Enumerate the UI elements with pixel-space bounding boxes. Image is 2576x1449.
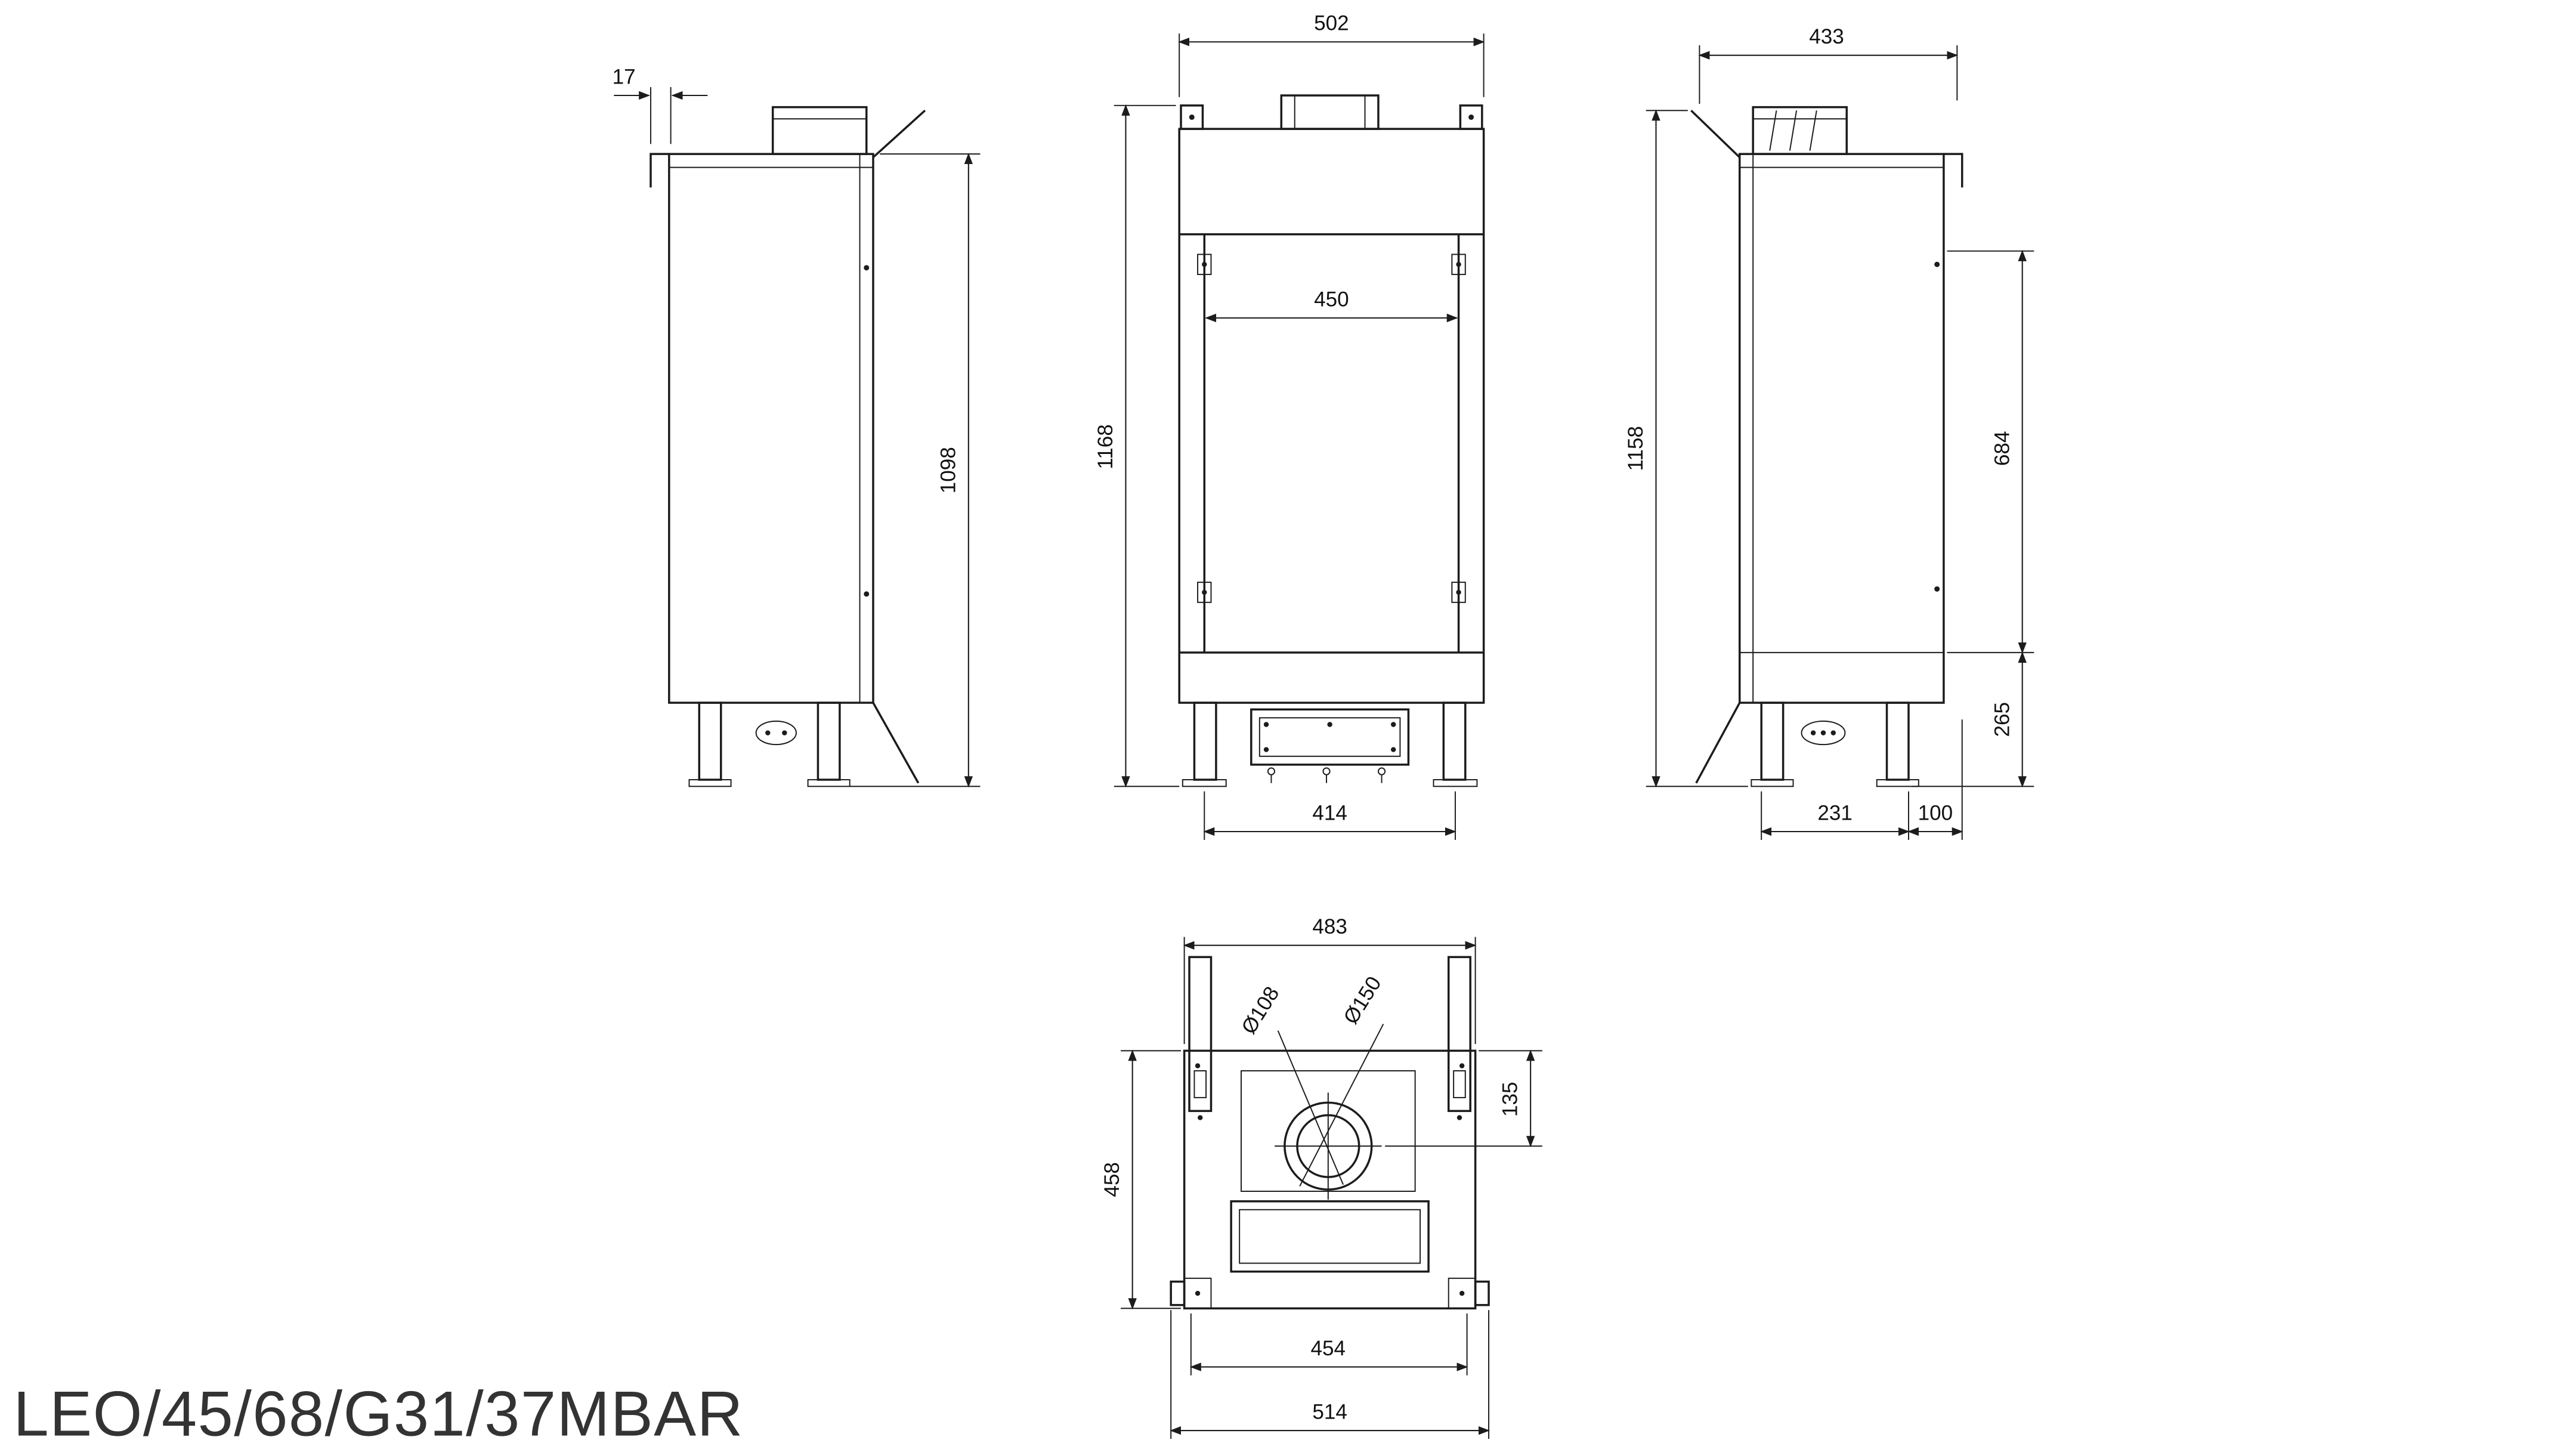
dim-text-flue-offset: 135	[1499, 1082, 1522, 1116]
dim-text-body-depth: 458	[1100, 1162, 1124, 1197]
plan-view-body	[1170, 956, 1490, 1310]
dimension-upper-section: 684	[1947, 249, 2034, 654]
left-view-body	[650, 109, 926, 784]
dim-text-overall-width: 502	[1314, 12, 1349, 35]
flue-collar	[1280, 94, 1380, 130]
wall-lip	[650, 153, 669, 188]
dimension-rear-offset: 100	[1907, 719, 1963, 841]
dimension-right-overall-height: 1158	[1624, 109, 1748, 788]
leveling-foot	[1751, 779, 1794, 787]
dimension-base-section: 265	[1912, 651, 2034, 788]
dimension-back-lip: 17	[613, 65, 708, 144]
leveling-foot	[1433, 779, 1478, 787]
dimension-overall-depth: 433	[1698, 25, 1959, 104]
front-view-legs	[1182, 702, 1478, 787]
dim-text-body-width: 483	[1312, 915, 1347, 938]
leveling-foot	[1876, 779, 1919, 787]
left-side-view: 17 1098	[613, 65, 981, 788]
dim-text-flue-inner: Ø108	[1237, 983, 1284, 1038]
dim-text-plan-overall-width: 514	[1312, 1400, 1347, 1423]
dim-text-rear-offset: 100	[1918, 801, 1953, 824]
front-view: 502 450 1168 414	[1094, 12, 1485, 841]
right-view-legs	[1751, 702, 1919, 787]
dimension-feet-depth: 231	[1760, 791, 1910, 841]
drawing-title: LEO/45/68/G31/37MBAR	[13, 1378, 744, 1449]
dim-text-inner-width: 454	[1311, 1337, 1346, 1360]
side-tab	[1170, 1280, 1186, 1306]
left-view-flue-collar	[771, 106, 868, 155]
dimension-glass-width: 450	[1205, 288, 1458, 323]
dimension-overall-width: 502	[1178, 12, 1485, 97]
dimension-body-width: 483	[1183, 915, 1477, 1045]
gas-control-oval	[1801, 720, 1846, 746]
dim-text-feet-depth: 231	[1817, 801, 1852, 824]
dim-text-overall-depth: 433	[1809, 25, 1844, 48]
dim-text-base-section: 265	[1990, 702, 2014, 737]
side-tab	[1474, 1280, 1490, 1306]
leveling-foot	[807, 779, 851, 787]
leveling-foot	[688, 779, 732, 787]
front-view-body	[1178, 94, 1485, 704]
dimension-overall-height: 1168	[1094, 104, 1180, 788]
dim-text-right-overall-height: 1158	[1624, 426, 1647, 471]
plan-view-flue-circles: Ø108 Ø150	[1237, 972, 1386, 1200]
dimension-feet-span: 414	[1203, 791, 1456, 841]
plan-view: Ø108 Ø150 483 135 458 454	[1100, 915, 1542, 1439]
dimension-flue-offset: 135	[1385, 1049, 1542, 1148]
dim-text-glass-width: 450	[1314, 288, 1349, 311]
dimension-plan-overall-width: 514	[1170, 1310, 1490, 1439]
dim-text-body-height: 1098	[936, 447, 960, 493]
dim-text-flue-outer: Ø150	[1339, 972, 1386, 1028]
burner-opening	[1230, 1200, 1430, 1273]
dimension-inner-width: 454	[1189, 1313, 1468, 1376]
wall-lip	[1943, 153, 1963, 188]
frame-column-left	[1188, 956, 1213, 1113]
dim-text-feet-span: 414	[1312, 801, 1347, 824]
dim-text-overall-height: 1168	[1094, 424, 1117, 469]
gas-control-oval	[755, 720, 797, 746]
dim-text-upper-section: 684	[1990, 431, 2014, 466]
dimension-body-height: 1098	[849, 153, 981, 788]
right-side-view: 433 1158 684 265 231 100	[1624, 25, 2034, 841]
dimension-body-depth: 458	[1100, 1049, 1182, 1310]
dim-text-back-lip: 17	[613, 65, 636, 88]
right-view-flue-collar	[1752, 106, 1848, 155]
front-view-burner-tray	[1250, 708, 1410, 783]
right-view-body	[1690, 109, 1963, 784]
frame-column-right	[1447, 956, 1471, 1113]
leveling-foot	[1182, 779, 1227, 787]
left-view-legs	[688, 702, 851, 787]
